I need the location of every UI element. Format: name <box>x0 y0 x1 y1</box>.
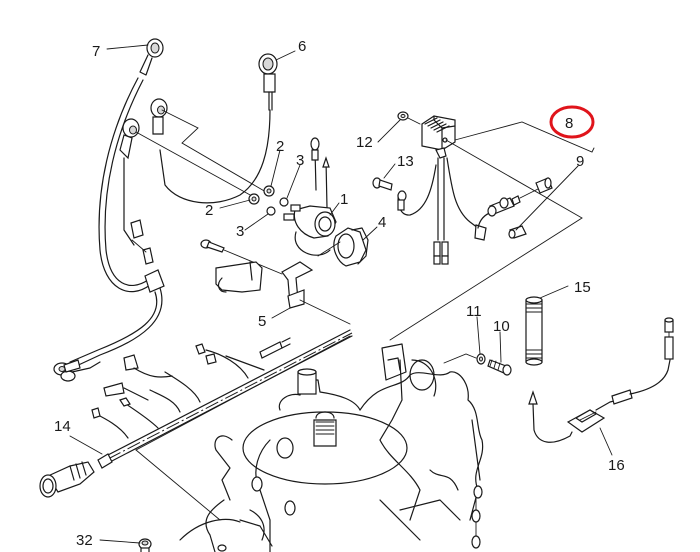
washer-3b[interactable] <box>279 197 289 207</box>
callout-1[interactable]: 1 <box>340 191 348 208</box>
arrow-up-icon <box>528 390 538 405</box>
washer-11[interactable] <box>476 353 486 365</box>
bolt[interactable] <box>200 239 225 253</box>
callout-9[interactable]: 9 <box>576 153 584 170</box>
callout-11[interactable]: 11 <box>466 303 482 320</box>
nut-2a[interactable] <box>248 193 260 205</box>
callout-32[interactable]: 32 <box>76 532 93 549</box>
callout-2b[interactable]: 2 <box>205 202 213 219</box>
callout-3b[interactable]: 3 <box>236 223 244 240</box>
callout-7[interactable]: 7 <box>92 43 100 60</box>
callout-6[interactable]: 6 <box>298 38 306 55</box>
callout-15[interactable]: 15 <box>574 279 591 296</box>
alignment-line <box>443 353 477 364</box>
harness-outline <box>135 335 351 451</box>
alignment-line <box>299 299 351 325</box>
callout-16[interactable]: 16 <box>608 457 625 474</box>
screw-10[interactable] <box>487 359 512 376</box>
alignment-line <box>135 131 253 197</box>
callout-labels: 7 6 1 2 2 3 3 4 5 8 9 10 11 12 13 14 15 … <box>54 38 625 549</box>
battery-cable-6[interactable] <box>159 53 278 204</box>
alignment-line <box>317 241 341 257</box>
battery-cable-7[interactable] <box>53 38 165 376</box>
cap-4[interactable] <box>333 227 369 267</box>
callout-14[interactable]: 14 <box>54 418 71 435</box>
fuse-holder-9[interactable] <box>477 177 553 239</box>
callout-5[interactable]: 5 <box>258 313 266 330</box>
cable-lug-inner[interactable] <box>119 98 168 265</box>
callout-bracket <box>454 121 595 153</box>
engine-block <box>179 343 484 552</box>
callout-3a[interactable]: 3 <box>296 152 304 169</box>
callout-8[interactable]: 8 <box>565 115 573 132</box>
starter-relay-1[interactable] <box>283 137 337 256</box>
pipe-15[interactable] <box>525 296 543 366</box>
alignment-line <box>407 117 421 125</box>
bracket[interactable] <box>215 261 263 293</box>
clamp-5[interactable] <box>281 261 314 309</box>
alignment-line <box>389 139 583 341</box>
leader-lines <box>69 44 613 544</box>
callout-2a[interactable]: 2 <box>276 138 284 155</box>
callout-4[interactable]: 4 <box>378 214 386 231</box>
callout-10[interactable]: 10 <box>493 318 510 335</box>
washer-12[interactable] <box>397 111 409 121</box>
sensor-16[interactable] <box>532 317 674 443</box>
harness-outline <box>135 449 221 521</box>
washer-3a[interactable] <box>266 206 276 216</box>
wire-harness-14[interactable] <box>39 329 353 498</box>
bolt-13[interactable] <box>372 177 407 211</box>
highlight-circle <box>549 105 595 139</box>
callout-12[interactable]: 12 <box>356 134 373 151</box>
alignment-line <box>161 109 267 193</box>
nut-2b[interactable] <box>263 185 275 197</box>
rectifier-regulator-8[interactable] <box>397 115 487 265</box>
bolt-32[interactable] <box>138 538 152 552</box>
callout-13[interactable]: 13 <box>397 153 414 170</box>
